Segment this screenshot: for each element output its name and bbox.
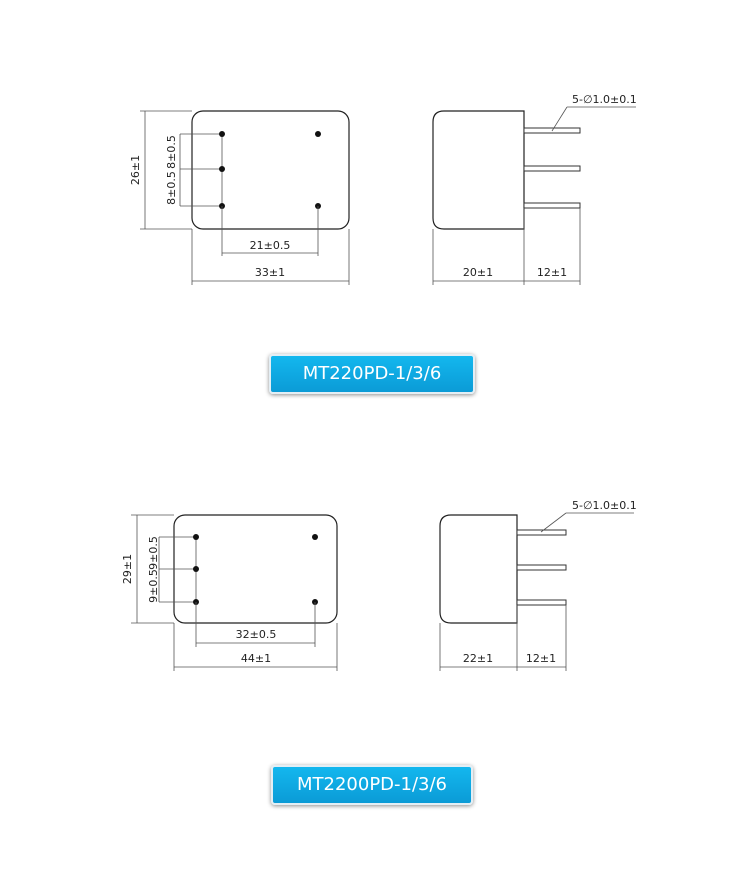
side-view-2: 5-∅1.0±0.1 22±1 12±1 xyxy=(439,499,637,671)
front-view-1: 26±1 8±0.5 8±0.5 21±0.5 33±1 xyxy=(129,110,350,285)
pin-dot xyxy=(219,131,225,137)
dim-width-2: 44±1 xyxy=(241,652,271,665)
dim-height-2: 29±1 xyxy=(121,554,134,584)
pin-dot xyxy=(315,131,321,137)
dim-depth-2: 22±1 xyxy=(463,652,493,665)
pin-lead xyxy=(523,202,581,209)
pin-lead xyxy=(516,564,567,571)
pin-dot xyxy=(219,166,225,172)
module-body-side-1 xyxy=(432,110,525,230)
pin-lead xyxy=(523,165,581,172)
pin-dot xyxy=(193,534,199,540)
model-label-badge: MT2200PD-1/3/6 xyxy=(271,765,473,805)
side-view-1: 5-∅1.0±0.1 20±1 12±1 xyxy=(432,93,637,285)
dim-pitch-bottom-1: 8±0.5 xyxy=(165,171,178,205)
dim-pitch-top-2: 9±0.5 xyxy=(147,536,160,570)
pin-lead xyxy=(516,599,567,606)
dim-pin-length-2: 12±1 xyxy=(526,652,556,665)
front-view-2: 29±1 9±0.5 9±0.5 32±0.5 44±1 xyxy=(121,514,338,671)
dim-width-1: 33±1 xyxy=(255,266,285,279)
module-body-front-1 xyxy=(191,110,350,230)
dim-depth-1: 20±1 xyxy=(463,266,493,279)
dim-pitch-bottom-2: 9±0.5 xyxy=(147,569,160,603)
dim-pins-2: 5-∅1.0±0.1 xyxy=(572,499,637,512)
dim-pitch-top-1: 8±0.5 xyxy=(165,135,178,169)
pin-lead xyxy=(516,529,567,536)
model-label-badge: MT220PD-1/3/6 xyxy=(269,354,475,394)
pin-dot xyxy=(312,534,318,540)
dim-pins-1: 5-∅1.0±0.1 xyxy=(572,93,637,106)
dim-pin-spacing-1: 21±0.5 xyxy=(250,239,291,252)
module-body-side-2 xyxy=(439,514,518,624)
pin-dot xyxy=(193,566,199,572)
dim-pin-length-1: 12±1 xyxy=(537,266,567,279)
dim-height-1: 26±1 xyxy=(129,155,142,185)
dim-pin-spacing-2: 32±0.5 xyxy=(236,628,277,641)
